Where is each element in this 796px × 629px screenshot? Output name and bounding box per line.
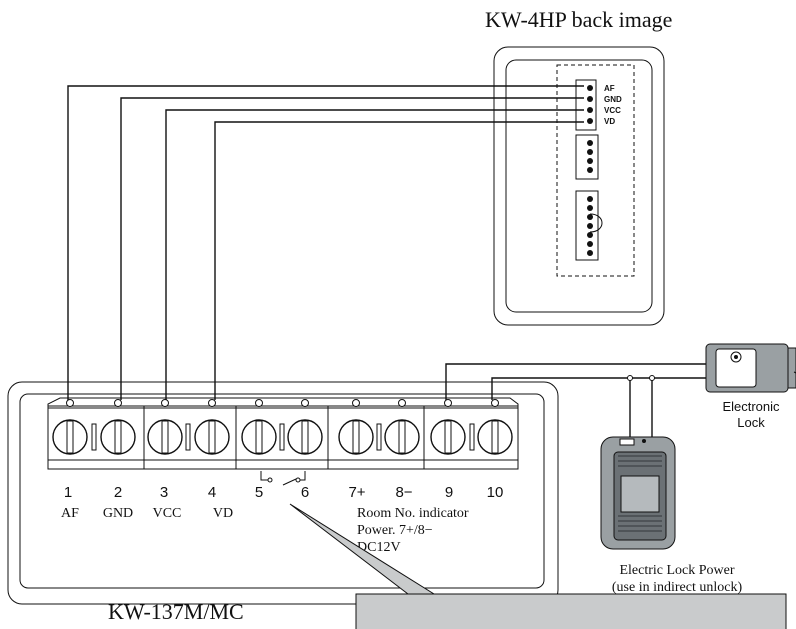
kw4hp-connector-second <box>575 134 599 180</box>
kw4hp-connector-third <box>575 190 603 261</box>
terminal-divider-4 <box>376 423 382 451</box>
terminal-pin-7 <box>352 399 360 407</box>
room-note-line3: DC12V <box>357 540 401 555</box>
terminal-pin-4 <box>208 399 216 407</box>
term-label-af: AF <box>61 506 79 521</box>
term-num-9: 9 <box>445 484 453 501</box>
terminal-divider-2 <box>185 423 191 451</box>
kw4hp-title: KW-4HP back image <box>485 7 672 32</box>
terminal-slot-4 <box>208 420 216 454</box>
lock-power-label-line1: Electric Lock Power <box>619 563 734 578</box>
kw137-title: KW-137M/MC <box>108 599 244 624</box>
terminal-slot-8 <box>398 420 406 454</box>
term-num-8: 8− <box>395 484 412 501</box>
kw4hp-connector-main: AF GND VCC VD <box>575 79 622 131</box>
electronic-lock-label-line2: Lock <box>737 415 765 430</box>
term-num-2: 2 <box>114 484 122 501</box>
signal-wires <box>67 85 584 400</box>
conn-label-vd: VD <box>604 117 615 126</box>
term-num-6: 6 <box>301 484 309 501</box>
terminal-divider-5 <box>469 423 475 451</box>
terminal-slot-10 <box>491 420 499 454</box>
kw137-panel-inner <box>19 393 545 589</box>
unlock-switch <box>260 471 306 486</box>
terminal-slot-5 <box>255 420 263 454</box>
terminal-pin-9 <box>444 399 452 407</box>
terminal-slot-1 <box>66 420 74 454</box>
terminal-pin-8 <box>398 399 406 407</box>
lock-power-device <box>600 436 676 550</box>
lock-power-label-line2: (use in indirect unlock) <box>612 580 743 595</box>
term-label-vcc: VCC <box>153 506 182 521</box>
terminal-pin-10 <box>491 399 499 407</box>
room-note-line1: Room No. indicator <box>357 506 469 521</box>
conn-label-af: AF <box>604 84 615 93</box>
kw4hp-dashed-area <box>556 64 635 277</box>
terminal-slot-2 <box>114 420 122 454</box>
term-num-5: 5 <box>255 484 263 501</box>
electronic-lock-label-line1: Electronic <box>722 399 780 414</box>
terminal-labels: 1 2 3 4 5 6 7+ 8− 9 10 AF GND VCC VD Roo… <box>61 484 503 555</box>
conn-label-gnd: GND <box>604 95 622 104</box>
callout-box <box>355 593 787 629</box>
terminal-slot-7 <box>352 420 360 454</box>
terminal-pin-1 <box>66 399 74 407</box>
term-num-7: 7+ <box>348 484 365 501</box>
terminal-slot-3 <box>161 420 169 454</box>
term-label-gnd: GND <box>103 506 133 521</box>
room-note-line2: Power. 7+/8− <box>357 523 433 538</box>
term-num-10: 10 <box>487 484 504 501</box>
lock-wires <box>445 363 710 440</box>
kw137-panel-outer <box>7 381 559 605</box>
terminal-pin-5 <box>255 399 263 407</box>
terminal-pin-3 <box>161 399 169 407</box>
term-label-vd: VD <box>213 506 233 521</box>
electronic-lock-device <box>705 343 796 393</box>
terminal-divider-3 <box>279 423 285 451</box>
terminal-block <box>47 397 519 470</box>
term-num-4: 4 <box>208 484 216 501</box>
terminal-pin-6 <box>301 399 309 407</box>
term-num-1: 1 <box>64 484 72 501</box>
conn-label-vcc: VCC <box>604 106 621 115</box>
kw4hp-panel-inner <box>505 59 653 313</box>
terminal-pin-2 <box>114 399 122 407</box>
terminal-slot-6 <box>301 420 309 454</box>
term-num-3: 3 <box>160 484 168 501</box>
kw4hp-panel-outer <box>493 46 665 326</box>
terminal-slot-9 <box>444 420 452 454</box>
terminal-divider-1 <box>91 423 97 451</box>
